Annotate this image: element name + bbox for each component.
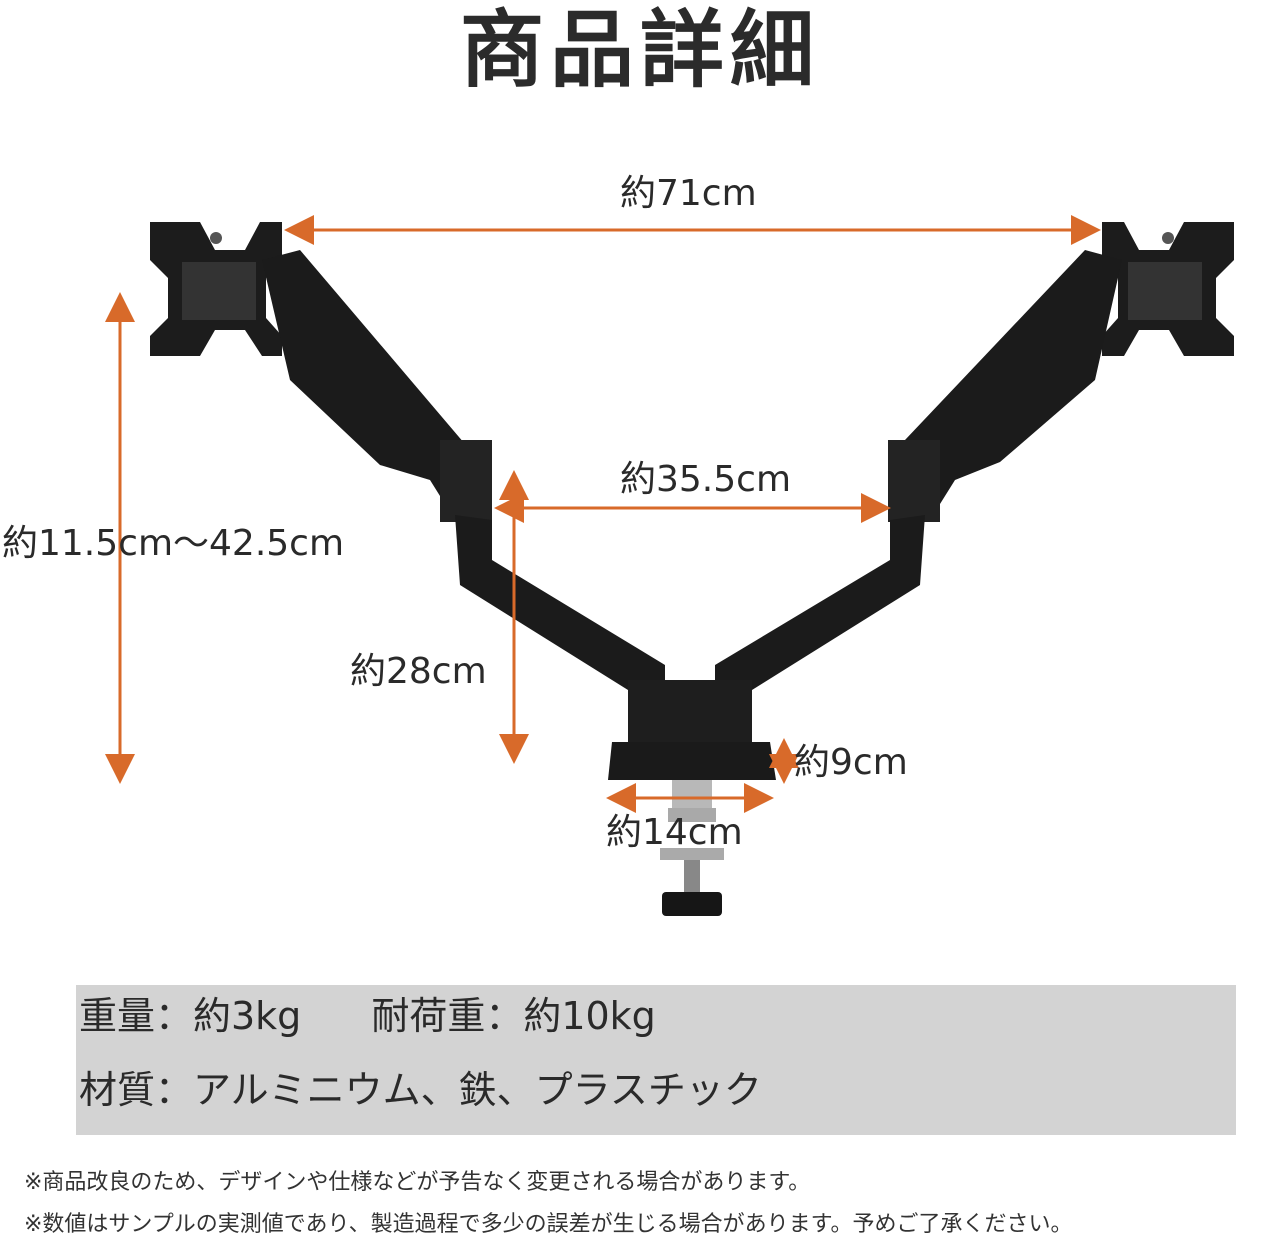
label-base-width: 約14cm: [606, 812, 743, 853]
spec-weight-line: 重量：約3kg 耐荷重：約10kg: [79, 993, 656, 1039]
right-vesa-plate: [1102, 222, 1234, 356]
left-vesa-plate: [150, 222, 282, 356]
spec-material: 材質：アルミニウム、鉄、プラスチック: [79, 1068, 762, 1112]
desk-base: [608, 742, 776, 780]
monitor-arm-diagram: [105, 215, 1234, 916]
spec-load: 耐荷重：約10kg: [371, 994, 656, 1038]
center-pole: [628, 680, 752, 750]
right-upper-arm: [888, 250, 1122, 520]
left-upper-arm: [262, 250, 490, 520]
spec-box: 重量：約3kg 耐荷重：約10kg 材質：アルミニウム、鉄、プラスチック: [76, 985, 1236, 1135]
label-pole-height: 約28cm: [350, 651, 487, 692]
page-title: 商品詳細: [459, 1, 820, 99]
label-height-range: 約11.5cm～42.5cm: [2, 523, 345, 564]
note-measurement: ※数値はサンプルの実測値であり、製造過程で多少の誤差が生じる場合があります。予め…: [24, 1212, 1073, 1237]
note-design-change: ※商品改良のため、デザインや仕様などが予告なく変更される場合があります。: [24, 1170, 811, 1195]
right-elbow-joint: [888, 440, 940, 522]
left-elbow-joint: [440, 440, 492, 522]
label-width-total: 約71cm: [620, 173, 757, 214]
right-lower-arm: [715, 515, 925, 705]
left-lower-arm: [455, 515, 665, 705]
label-base-height: 約9cm: [794, 742, 908, 783]
label-arm-span: 約35.5cm: [620, 459, 792, 500]
spec-weight: 重量：約3kg: [79, 994, 302, 1038]
